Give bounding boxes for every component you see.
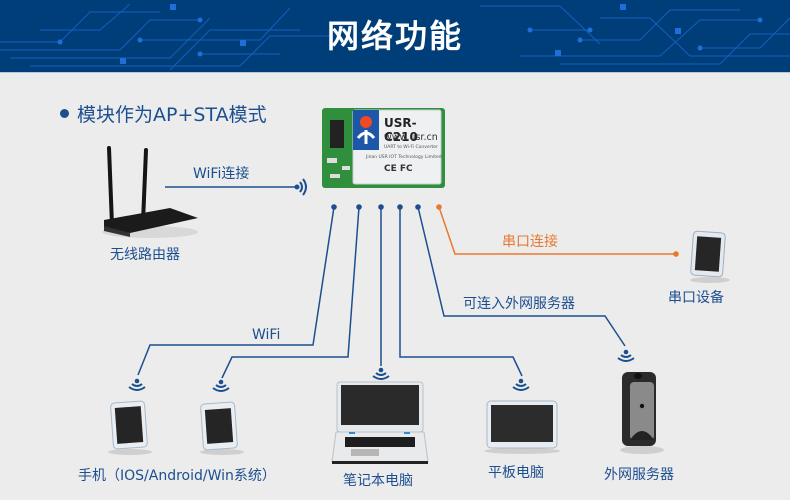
module-board-graphic bbox=[322, 108, 445, 188]
laptop-icon bbox=[331, 381, 429, 464]
module-model: USR-C210 bbox=[384, 116, 418, 144]
internet-link-label: 可连入外网服务器 bbox=[463, 296, 575, 312]
page-title: 网络功能 bbox=[326, 17, 463, 55]
wifi-link-label: WiFi bbox=[252, 327, 281, 343]
mode-heading-text: 模块作为AP+STA模式 bbox=[77, 104, 267, 126]
tablet-icon bbox=[484, 400, 560, 454]
mode-heading: 模块作为AP+STA模式 bbox=[60, 100, 267, 127]
server-icon bbox=[620, 372, 664, 454]
tablet-label: 平板电脑 bbox=[488, 465, 544, 481]
module-website: www.usr.cn bbox=[384, 132, 438, 143]
wifi-receive-icon bbox=[128, 349, 635, 392]
tablet-link-line bbox=[399, 207, 523, 377]
server-label: 外网服务器 bbox=[604, 467, 674, 483]
serial-device-icon bbox=[690, 230, 730, 283]
router-label: 无线路由器 bbox=[110, 247, 180, 263]
module-company: Jinan USR IOT Technology Limited bbox=[366, 155, 442, 160]
serial-device-label: 串口设备 bbox=[668, 290, 724, 306]
wifi-signal-icon bbox=[294, 178, 307, 196]
router-icon bbox=[102, 146, 198, 238]
phone1-link-line bbox=[137, 206, 335, 376]
module-cert-marks: CE FC bbox=[384, 164, 413, 174]
header-banner: 网络功能 bbox=[0, 0, 790, 73]
serial-link-line bbox=[438, 206, 676, 255]
serial-link-label: 串口连接 bbox=[502, 234, 558, 250]
router-wifi-link-label: WiFi连接 bbox=[193, 166, 250, 182]
server-link-line bbox=[417, 206, 626, 347]
phone2-link-line bbox=[221, 206, 360, 379]
laptop-label: 笔记本电脑 bbox=[343, 473, 413, 489]
circuit-pattern-decoration bbox=[0, 3, 790, 71]
bullet-icon bbox=[60, 109, 69, 118]
phones-label: 手机（IOS/Android/Win系统） bbox=[78, 468, 276, 484]
module-description: UART to Wi-Fi Converter bbox=[384, 145, 438, 150]
usr-c210-module: USR-C210 www.usr.cn UART to Wi-Fi Conver… bbox=[322, 108, 447, 190]
module-pins bbox=[331, 204, 442, 210]
phone-icon bbox=[200, 401, 244, 455]
phone-icon bbox=[108, 400, 152, 455]
